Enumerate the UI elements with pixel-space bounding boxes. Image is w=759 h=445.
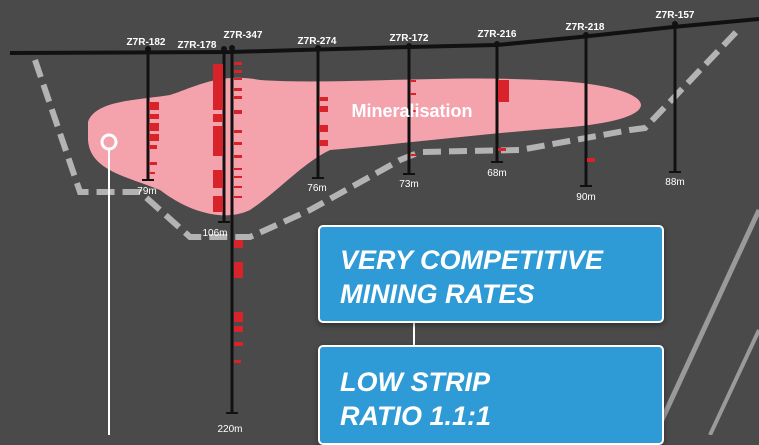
hole-id-label: Z7R-182 bbox=[127, 37, 166, 48]
collar-marker bbox=[494, 41, 500, 47]
intercept bbox=[213, 196, 223, 212]
hole-id-label: Z7R-157 bbox=[656, 10, 695, 21]
intercept bbox=[149, 172, 155, 174]
intercept bbox=[234, 78, 242, 80]
intercept bbox=[213, 114, 223, 122]
intercept bbox=[234, 155, 242, 158]
hole-depth-label: 68m bbox=[487, 168, 506, 179]
mineralisation-orebody bbox=[88, 77, 641, 216]
intercept bbox=[234, 176, 242, 178]
callout-strip-ratio: LOW STRIP RATIO 1.1:1 bbox=[318, 345, 664, 445]
intercept bbox=[234, 62, 242, 65]
hole-id-label: Z7R-274 bbox=[298, 36, 337, 47]
intercept bbox=[234, 262, 243, 278]
collar-marker bbox=[221, 46, 227, 52]
intercept bbox=[410, 110, 416, 112]
intercept bbox=[149, 145, 157, 149]
intercept bbox=[234, 360, 241, 363]
callout-mining-rates: VERY COMPETITIVE MINING RATES bbox=[318, 225, 664, 323]
ground-surface bbox=[9, 17, 759, 55]
cross-section-diagram: Mineralisation Z7R-182 Z7R-178 Z7R-347 Z… bbox=[9, 10, 759, 435]
intercept bbox=[149, 123, 159, 131]
intercept bbox=[410, 80, 416, 82]
intercept bbox=[234, 240, 243, 248]
collar-marker bbox=[672, 21, 678, 27]
hole-depth-label: 76m bbox=[307, 183, 326, 194]
background-diagonal-line bbox=[652, 208, 759, 435]
intercept bbox=[234, 88, 242, 91]
collar-marker bbox=[406, 43, 412, 49]
intercept bbox=[319, 97, 328, 101]
intercept bbox=[498, 80, 509, 102]
hole-depth-label: 106m bbox=[202, 228, 227, 239]
collar-marker bbox=[315, 45, 321, 51]
collar-marker bbox=[229, 45, 235, 51]
hole-depth-label: 79m bbox=[137, 186, 156, 197]
intercept bbox=[149, 102, 159, 110]
intercept bbox=[234, 326, 243, 332]
intercept bbox=[234, 312, 243, 322]
hole-depth-label: 73m bbox=[399, 179, 418, 190]
pit-outline bbox=[32, 25, 743, 240]
callout-text-line: MINING RATES bbox=[340, 279, 535, 309]
intercept bbox=[234, 196, 242, 198]
hole-depth-label: 220m bbox=[217, 424, 242, 435]
intercept bbox=[410, 154, 416, 156]
collar-marker bbox=[583, 32, 589, 38]
intercept bbox=[234, 70, 242, 73]
hole-id-label: Z7R-347 bbox=[224, 30, 263, 41]
hole-id-label: Z7R-172 bbox=[390, 33, 429, 44]
intercept bbox=[149, 134, 159, 141]
intercept bbox=[149, 114, 159, 119]
hole-depth-label: 90m bbox=[576, 192, 595, 203]
intercept bbox=[234, 142, 242, 145]
intercept bbox=[234, 168, 242, 170]
intercept bbox=[587, 158, 595, 162]
intercept bbox=[234, 186, 242, 188]
location-pointer-icon bbox=[100, 133, 118, 151]
background-diagonal-line bbox=[708, 329, 759, 435]
intercept bbox=[319, 106, 328, 112]
intercept bbox=[213, 170, 223, 188]
intercept bbox=[234, 342, 243, 346]
mineralisation-label: Mineralisation bbox=[351, 101, 472, 121]
intercept bbox=[498, 148, 506, 151]
callout-text-line: LOW STRIP bbox=[340, 367, 490, 397]
mineralised-intercepts bbox=[149, 62, 595, 363]
callout-text-line: VERY COMPETITIVE bbox=[340, 245, 604, 275]
intercept bbox=[410, 93, 416, 95]
drill-holes bbox=[142, 21, 681, 414]
hole-depth-label: 88m bbox=[665, 177, 684, 188]
intercept bbox=[319, 125, 328, 132]
intercept bbox=[319, 140, 328, 146]
hole-id-label: Z7R-178 bbox=[178, 40, 217, 51]
intercept bbox=[149, 162, 157, 165]
intercept bbox=[234, 96, 242, 99]
intercept bbox=[213, 64, 223, 110]
hole-id-label: Z7R-218 bbox=[566, 22, 605, 33]
intercept bbox=[234, 110, 242, 114]
callout-text-line: RATIO 1.1:1 bbox=[340, 401, 492, 431]
collar-marker bbox=[145, 46, 151, 52]
intercept bbox=[213, 126, 223, 156]
hole-id-label: Z7R-216 bbox=[478, 29, 517, 40]
intercept bbox=[234, 130, 242, 133]
